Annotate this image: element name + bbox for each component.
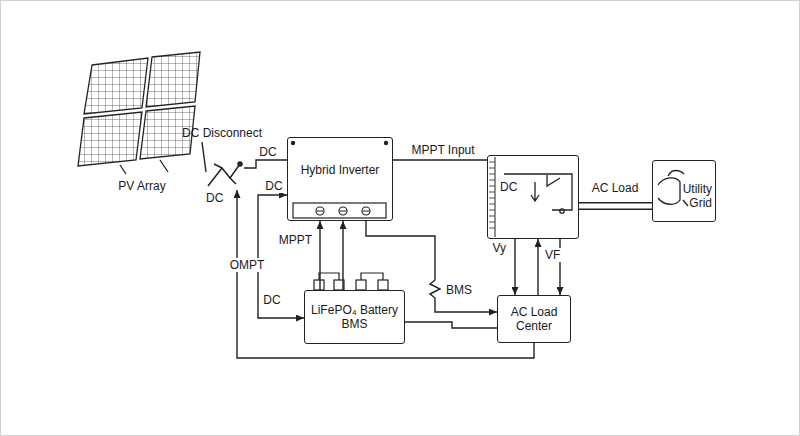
inverter-terminal-strip-part [293, 203, 386, 218]
connector [320, 221, 321, 290]
battery-terminals-part [356, 280, 366, 290]
connector-label: DC [258, 145, 277, 159]
pv-array: PV Array [82, 50, 202, 195]
connector [366, 221, 497, 312]
connector-label: MPPT Input [410, 143, 475, 157]
connector [515, 239, 516, 295]
connector [393, 160, 487, 161]
connector-label: AC Load [591, 181, 640, 195]
battery-terminals-part [378, 280, 388, 290]
box-label: DC [500, 180, 517, 194]
connector-line [366, 221, 497, 312]
connector-label: BMS [445, 283, 473, 297]
box-label: LiFePO₄ Battery [311, 303, 398, 317]
connector [244, 160, 287, 168]
pv-panel-part [146, 52, 200, 107]
panel-label: PV Array [118, 179, 165, 193]
inverter-terminal-strip-part [317, 210, 369, 211]
inverter-terminal-strip-part [291, 141, 294, 144]
dc-disconnect: DC DisconnectDC [206, 160, 244, 190]
battery-box: LiFePO₄ BatteryBMS [304, 290, 405, 344]
switch-symbol-part [531, 182, 539, 201]
switch-symbol-part [489, 162, 495, 228]
connector [343, 221, 344, 290]
pv-panel-part [84, 58, 148, 114]
disconnect-switch [208, 162, 242, 186]
switch-label: DC Disconnect [182, 126, 262, 140]
box-label: Utility Grid [672, 182, 712, 210]
connector [202, 142, 206, 172]
pv-panel-part [78, 112, 142, 166]
wire-label: DC [264, 179, 283, 193]
hybrid-inverter: Hybrid Inverter [287, 137, 393, 221]
connector-line [514, 239, 515, 295]
pv-panel [78, 52, 200, 174]
connector-line [537, 239, 538, 295]
terminal-label: DC [206, 191, 223, 205]
connector-line [405, 322, 497, 328]
connector-label: OMPT [229, 258, 266, 272]
connector-line [237, 190, 534, 358]
connector-label: Vy [491, 241, 507, 255]
switch-box: DC [487, 155, 579, 239]
connector [405, 322, 497, 328]
battery-terminals [314, 273, 388, 290]
switch-symbol [489, 157, 572, 237]
plug-symbol-part [658, 178, 680, 204]
switch-symbol-part [560, 209, 564, 213]
connector-label: MPPT [278, 233, 313, 247]
box-label: Hybrid Inverter [301, 163, 380, 177]
connector [237, 190, 534, 358]
connector [538, 239, 539, 295]
box-label: AC Load Center [505, 305, 563, 333]
connector [579, 206, 652, 207]
connector-label: VF [544, 248, 561, 262]
connector-inner [579, 204, 652, 209]
switch-symbol-part [547, 175, 560, 186]
inverter-terminal-strip [291, 141, 387, 218]
battery-terminals-part [319, 273, 383, 280]
connector-line [202, 142, 206, 172]
ac-load-center: AC Load Center [497, 295, 571, 343]
utility-grid: Utility Grid [652, 160, 716, 222]
connector-line [579, 202, 652, 210]
disconnect-switch-part [214, 164, 236, 184]
inverter-terminal-strip-part [384, 141, 387, 144]
disconnect-switch-part [208, 164, 240, 186]
connector-line [258, 195, 304, 318]
pv-panel-part [120, 160, 168, 174]
switch-symbol-part [495, 157, 496, 237]
connector-line [342, 221, 343, 290]
connector-line [319, 221, 320, 290]
connector-label: DC [262, 293, 281, 307]
disconnect-switch-part [238, 162, 242, 166]
connector-line [244, 160, 287, 168]
connector [258, 195, 304, 318]
connector-line [393, 159, 487, 160]
battery-terminals-part [314, 280, 324, 290]
box-sublabel: BMS [341, 317, 367, 331]
